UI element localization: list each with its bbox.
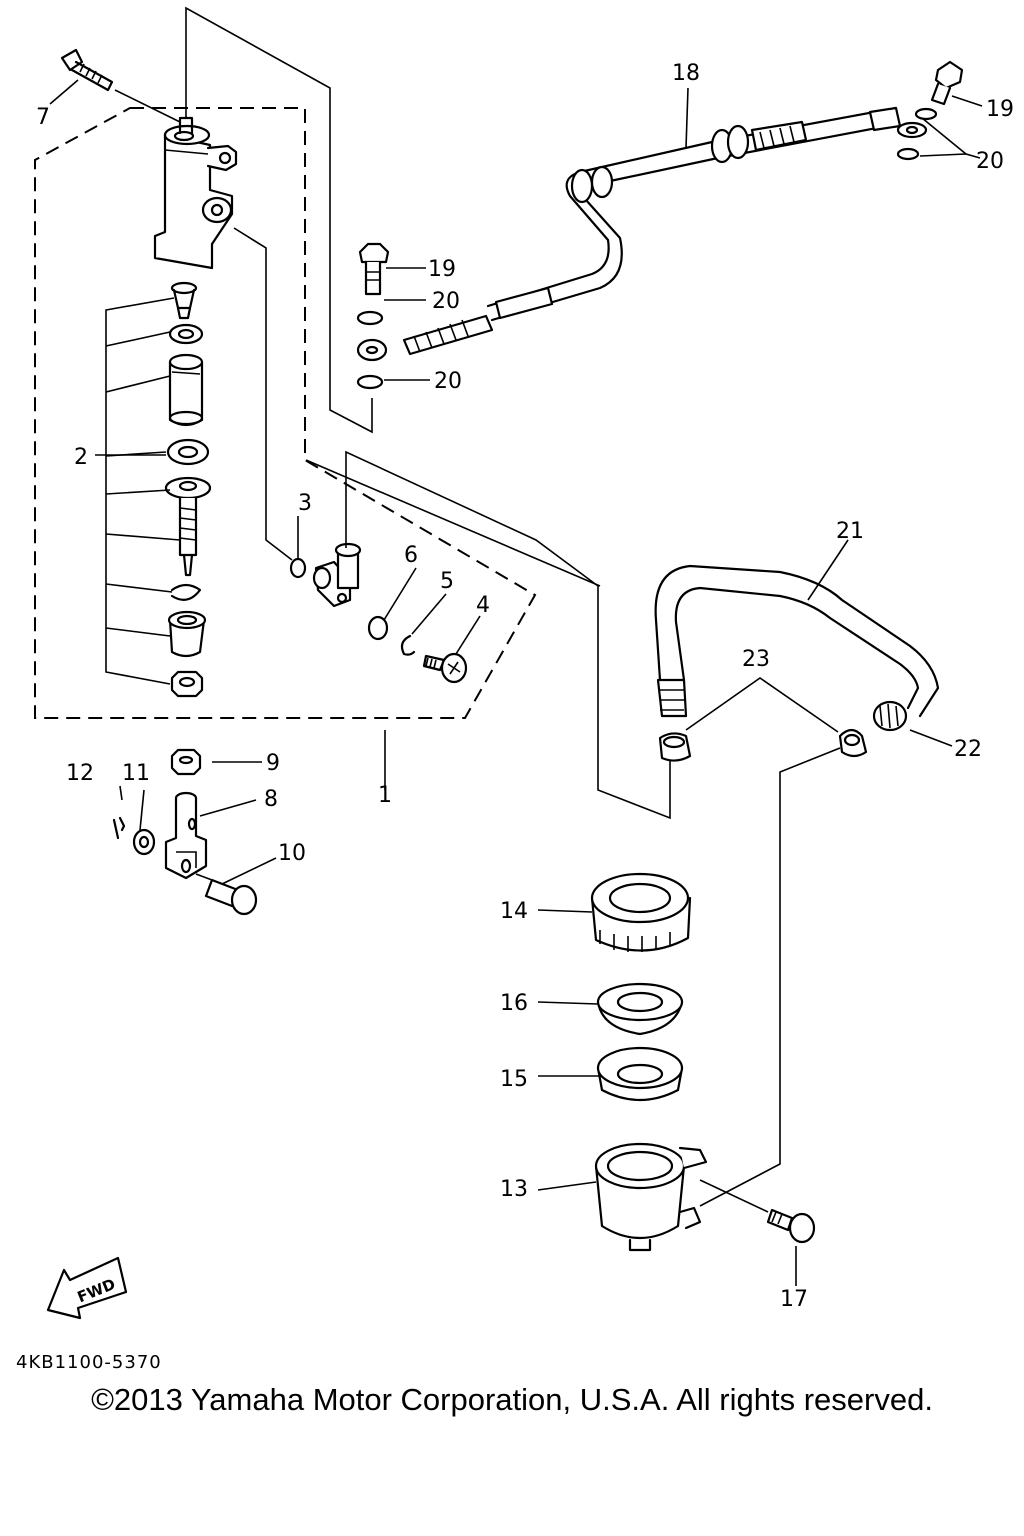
clamp-23-left [658, 732, 692, 762]
callout-20-a: 20 [432, 289, 460, 314]
clevis-8 [164, 791, 208, 880]
callout-3: 3 [298, 491, 312, 516]
fwd-arrow-icon: FWD [46, 1256, 128, 1320]
callout-13: 13 [500, 1177, 528, 1202]
callout-5: 5 [440, 569, 454, 594]
master-cylinder-assembly-box [34, 107, 537, 719]
callout-11: 11 [122, 761, 150, 786]
reservoir-hose-21 [654, 564, 940, 732]
clamp-23-right [838, 728, 868, 758]
leader-guide-top [185, 6, 373, 434]
bolt-7 [60, 48, 114, 92]
callout-9: 9 [266, 751, 280, 776]
banjo-bolt-19-right [930, 60, 964, 106]
callout-2: 2 [74, 445, 88, 470]
screw-17 [766, 1208, 816, 1244]
callout-22: 22 [954, 737, 982, 762]
o-ring-3 [289, 557, 307, 579]
washer-11 [132, 828, 156, 856]
piston-kit-parts [164, 281, 212, 698]
reservoir-tank-13 [594, 1142, 708, 1252]
callout-1: 1 [378, 783, 392, 808]
pin-10 [204, 878, 258, 916]
diagram-code: 4KB1100-5370 [16, 1352, 162, 1373]
cotter-pin-12 [112, 816, 126, 840]
nut-9 [170, 748, 202, 776]
washer-20-c [914, 107, 938, 121]
brake-hose-18 [356, 106, 928, 362]
master-cylinder-body [153, 116, 238, 270]
callout-23: 23 [742, 647, 770, 672]
clip-5 [400, 634, 416, 656]
callout-20-c: 20 [976, 149, 1004, 174]
washer-20-a [356, 310, 384, 326]
cap-14 [590, 872, 692, 952]
copyright-notice: ©2013 Yamaha Motor Corporation, U.S.A. A… [91, 1382, 933, 1417]
part-2-bracket [105, 297, 181, 685]
callout-17: 17 [780, 1287, 808, 1312]
callout-6: 6 [404, 543, 418, 568]
callout-7: 7 [36, 105, 50, 130]
callout-15: 15 [500, 1067, 528, 1092]
screw-4 [422, 652, 468, 684]
fitting-assembly [312, 542, 362, 608]
callout-10: 10 [278, 841, 306, 866]
callout-19-right: 19 [986, 97, 1014, 122]
callout-12: 12 [66, 761, 94, 786]
callout-8: 8 [264, 787, 278, 812]
washer-6 [367, 615, 389, 641]
diaphragm-16 [596, 982, 684, 1036]
callout-20-b: 20 [434, 369, 462, 394]
plate-15 [596, 1046, 684, 1102]
callout-19-left: 19 [428, 257, 456, 282]
washer-20-b [356, 374, 384, 390]
callout-16: 16 [500, 991, 528, 1016]
banjo-bolt-19-left [358, 242, 390, 296]
callout-18: 18 [672, 61, 700, 86]
callout-4: 4 [476, 593, 490, 618]
callout-14: 14 [500, 899, 528, 924]
washer-20-d [896, 147, 920, 161]
callout-21: 21 [836, 519, 864, 544]
